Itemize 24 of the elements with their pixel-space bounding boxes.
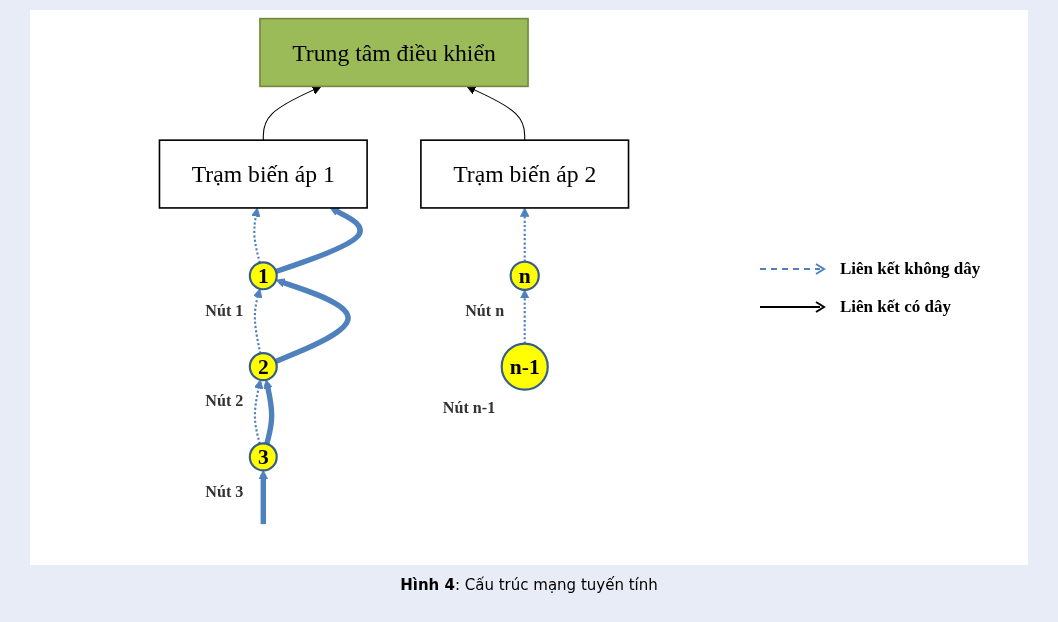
node-box: Trạm biến áp 2 [420, 139, 630, 209]
node-circle: 3 [248, 442, 278, 472]
node-circle: 2 [248, 352, 278, 382]
arrow [263, 379, 275, 445]
node-box: Trung tâm điều khiển [259, 17, 529, 88]
legend-label: Liên kết không dây [840, 258, 981, 279]
node-caption: Nút n-1 [442, 399, 496, 417]
legend-label: Liên kết có dây [840, 296, 951, 317]
node-box: Trạm biến áp 1 [158, 139, 368, 209]
node-circle: 1 [248, 261, 278, 291]
arrow [262, 85, 322, 141]
node-circle: n-1 [500, 342, 549, 391]
arrow [253, 288, 263, 354]
arrow [251, 207, 261, 264]
caption: Hình 4: Cấu trúc mạng tuyến tính [400, 576, 658, 594]
node-caption: Nút 3 [205, 482, 244, 500]
arrow [466, 85, 526, 141]
arrow [275, 207, 363, 274]
node-caption: Nút 1 [205, 301, 244, 319]
node-caption: Nút n [465, 301, 505, 319]
arrow [253, 379, 264, 445]
node-circle: n [509, 260, 540, 291]
arrow [274, 278, 351, 364]
node-caption: Nút 2 [205, 392, 244, 410]
